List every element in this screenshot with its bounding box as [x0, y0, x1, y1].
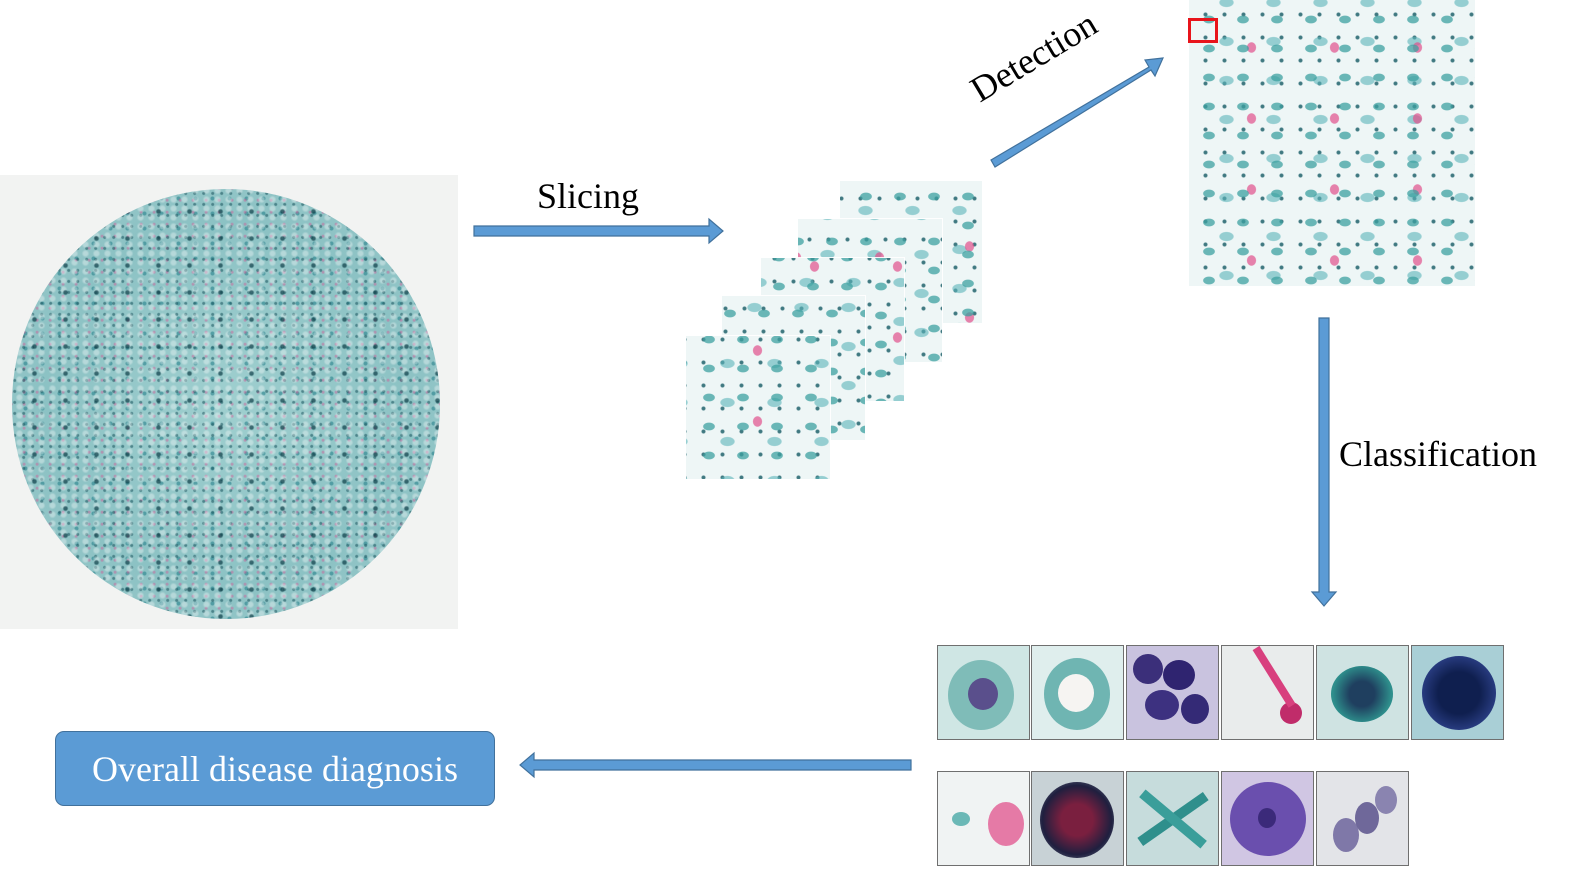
slicing-label: Slicing: [537, 176, 640, 216]
cell-tile: [1031, 645, 1124, 740]
cell-tile: [1316, 645, 1409, 740]
detection-arrow: [990, 57, 1164, 168]
overall-diagnosis-label: Overall disease diagnosis: [92, 748, 458, 789]
diagnosis-arrow: [519, 751, 912, 779]
slice-tile: [686, 336, 830, 479]
whole-slide-image: [0, 175, 458, 629]
cell-tile: [1221, 645, 1314, 740]
slide-specimen-disc: [12, 189, 440, 619]
overall-diagnosis-box: Overall disease diagnosis: [55, 731, 495, 806]
cell-tile: [1031, 771, 1124, 866]
detection-bounding-box: [1188, 18, 1218, 43]
cell-tile: [1411, 645, 1504, 740]
cell-tile: [1126, 645, 1219, 740]
classification-arrow: [1310, 317, 1338, 607]
cell-tile: [937, 771, 1030, 866]
cell-tile: [1316, 771, 1409, 866]
slicing-arrow: [473, 217, 724, 245]
cell-tile: [937, 645, 1030, 740]
detection-image: [1189, 0, 1475, 286]
cell-tile: [1126, 771, 1219, 866]
classification-label: Classification: [1339, 434, 1537, 474]
cell-tile: [1221, 771, 1314, 866]
